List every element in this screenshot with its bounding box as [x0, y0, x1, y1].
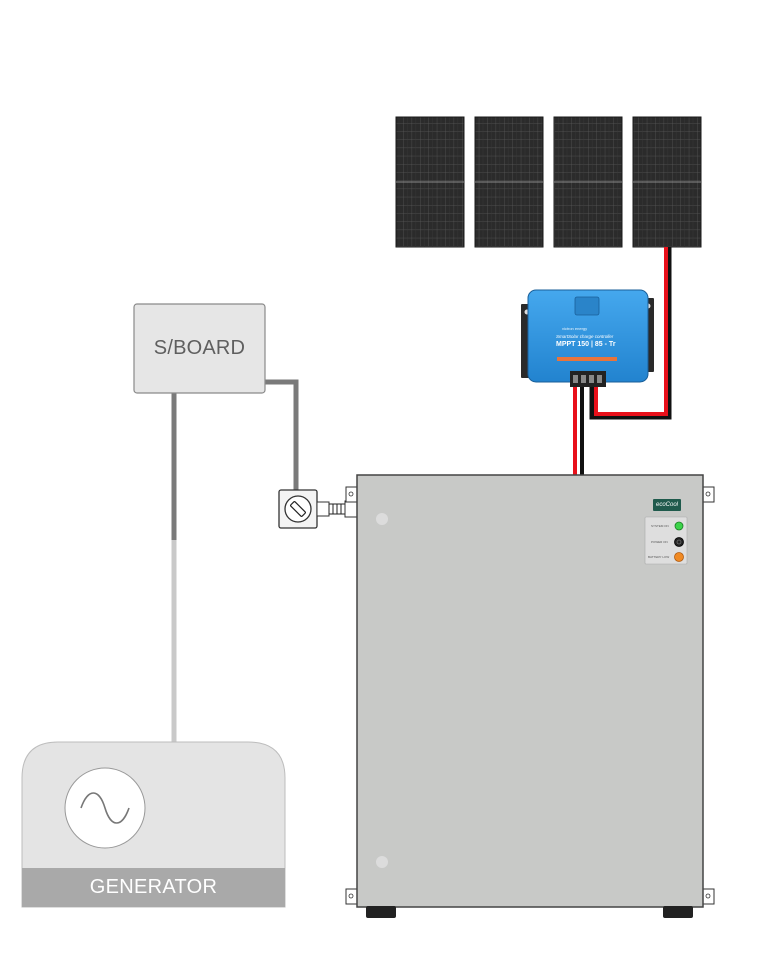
mppt-charge-controller: [521, 289, 654, 387]
battery-cable: [573, 386, 584, 476]
ac-output-cable: [265, 379, 299, 490]
isolator-switch: [278, 489, 358, 529]
solar-array: [395, 116, 702, 248]
controller-brand: victron energy: [562, 326, 588, 331]
controller-product: SmartSolar charge controller: [556, 334, 614, 339]
system-on-label: SYSTEM ON: [651, 524, 669, 528]
solar-panel: [553, 116, 623, 248]
solar-panel: [474, 116, 544, 248]
battery-cabinet: [345, 474, 715, 918]
switchboard: [133, 303, 266, 394]
power-on-light: [674, 537, 684, 547]
battery-low-light: [674, 552, 684, 562]
solar-panel: [395, 116, 465, 248]
generator-label: GENERATOR: [89, 876, 218, 898]
switchboard-label: S/BOARD: [153, 337, 246, 359]
generator: [21, 741, 286, 908]
controller-model: MPPT 150 | 85 - Tr: [556, 341, 616, 348]
system-on-light: [674, 521, 684, 531]
cabinet-logo: ecoCool: [653, 499, 681, 511]
battery-low-label: BATTERY LOW: [648, 555, 670, 559]
power-on-label: POWER ON: [651, 540, 668, 544]
solar-panel: [632, 116, 702, 248]
pv-cable: [589, 247, 672, 420]
